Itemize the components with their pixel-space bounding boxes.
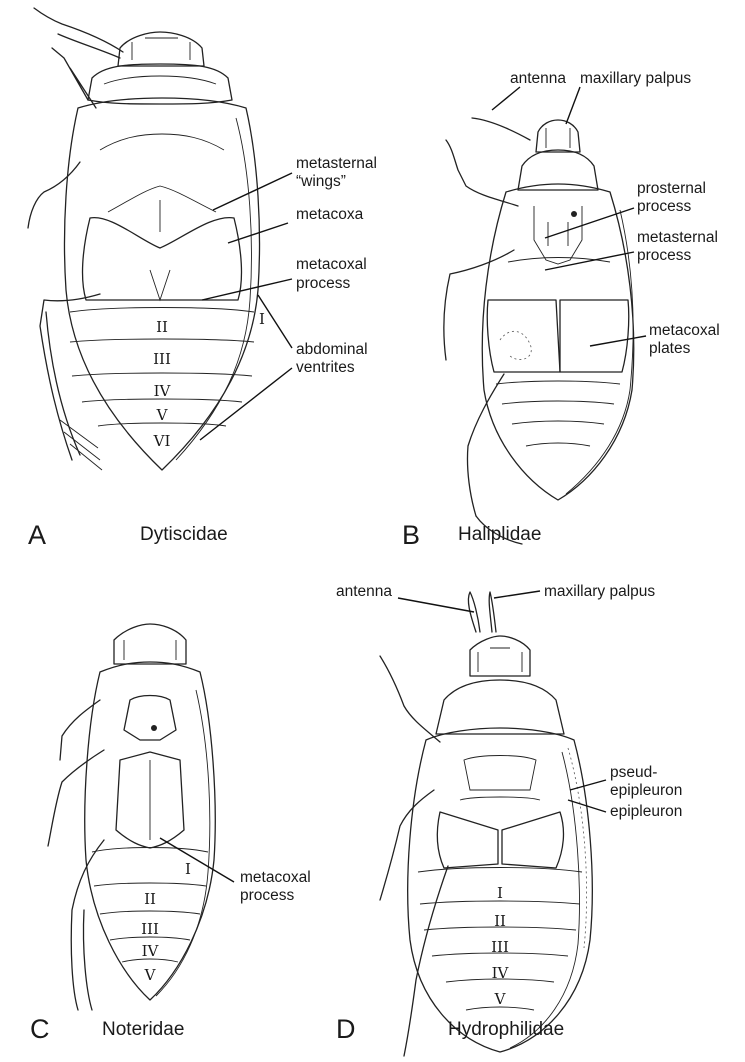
ventrite-label: II — [494, 912, 506, 930]
beetle-b-haliplidae — [444, 118, 634, 544]
ventrite-label: I — [259, 310, 265, 328]
ventrite-label: III — [141, 920, 159, 938]
label-metacoxal-process-c-line2: process — [240, 887, 294, 905]
beetle-d-hydrophilidae — [380, 592, 592, 1056]
family-name-b: Haliplidae — [458, 524, 541, 546]
label-metacoxal-plates-line2: plates — [649, 340, 690, 358]
ventrite-label: II — [144, 890, 156, 908]
ventrite-label: V — [494, 990, 507, 1008]
leader-lines-c — [160, 838, 234, 882]
label-metacoxal-process-a-line2: process — [296, 275, 350, 293]
beetle-a-dytiscidae — [28, 8, 260, 470]
leader-lines-d — [398, 591, 606, 812]
label-pseudepipleuron-line1: pseud- — [610, 764, 657, 782]
label-metasternal-process-line2: process — [637, 247, 691, 265]
label-abdominal-ventrites-line2: ventrites — [296, 359, 355, 377]
label-antenna-b: antenna — [510, 70, 566, 88]
label-metacoxal-process-a-line1: metacoxal — [296, 256, 367, 274]
label-antenna-d: antenna — [336, 583, 392, 601]
ventrite-numerals-c: I II III IV V — [141, 860, 191, 984]
label-epipleuron: epipleuron — [610, 803, 682, 821]
label-maxillary-palpus-b: maxillary palpus — [580, 70, 691, 88]
label-metacoxa: metacoxa — [296, 206, 363, 224]
ventrite-label: I — [497, 884, 503, 902]
label-prosternal-process-line2: process — [637, 198, 691, 216]
label-metasternal-process-line1: metasternal — [637, 229, 718, 247]
label-pseudepipleuron-line2: epipleuron — [610, 782, 682, 800]
family-name-a: Dytiscidae — [140, 524, 228, 546]
label-maxillary-palpus-d: maxillary palpus — [544, 583, 655, 601]
ventrite-label: II — [156, 318, 168, 336]
ventrite-label: IV — [154, 382, 172, 400]
ventrite-label: III — [491, 938, 509, 956]
ventrite-label: V — [144, 966, 157, 984]
ventrite-label: I — [185, 860, 191, 878]
family-name-d: Hydrophilidae — [448, 1019, 564, 1041]
ventrite-label: VI — [153, 432, 171, 450]
ventrite-label: III — [153, 350, 171, 368]
ventrite-label: IV — [492, 964, 510, 982]
ventrite-label: IV — [142, 942, 160, 960]
panel-letter-a: A — [28, 520, 46, 550]
beetle-c-noteridae — [48, 624, 215, 1010]
ventrite-numerals-a: I II III IV V VI — [153, 310, 265, 450]
label-abdominal-ventrites-line1: abdominal — [296, 341, 368, 359]
leader-lines-b — [492, 87, 646, 346]
panel-letter-d: D — [336, 1014, 356, 1044]
ventrite-numerals-d: I II III IV V — [491, 884, 509, 1008]
label-metasternal: metasternal — [296, 155, 377, 173]
ventrite-label: V — [156, 406, 169, 424]
label-wings: “wings” — [296, 173, 346, 191]
panel-letter-b: B — [402, 520, 420, 550]
label-metacoxal-process-c-line1: metacoxal — [240, 869, 311, 887]
family-name-c: Noteridae — [102, 1019, 184, 1041]
label-metacoxal-plates-line1: metacoxal — [649, 322, 720, 340]
label-prosternal-process-line1: prosternal — [637, 180, 706, 198]
panel-letter-c: C — [30, 1014, 50, 1044]
